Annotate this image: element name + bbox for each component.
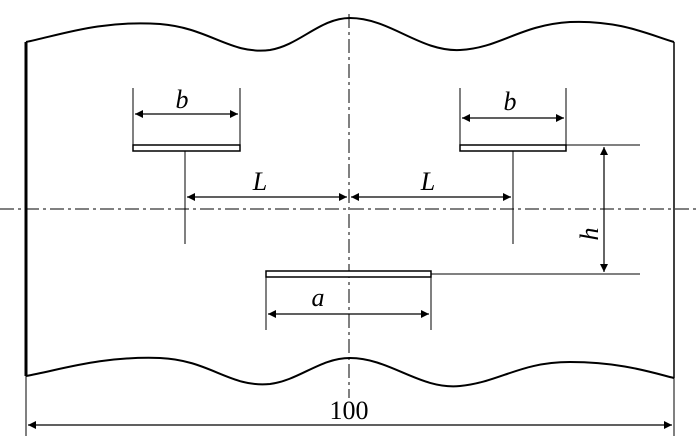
overall-width-dimension (25, 376, 675, 436)
plate-outline (24, 16, 675, 388)
right-slot (459, 88, 640, 244)
bottom-slot-body (265, 270, 432, 278)
right-slot-body (459, 144, 567, 152)
center-lines (0, 14, 700, 398)
plate-top-edge (25, 16, 675, 52)
left-slot-body (132, 144, 241, 152)
bottom-slot (265, 270, 640, 330)
left-slot (132, 88, 241, 244)
left-L-label: L (252, 167, 267, 196)
a-label: a (312, 283, 325, 312)
h-label: h (575, 228, 604, 241)
plate-bottom-edge (25, 356, 675, 388)
overall-width-label: 100 (330, 396, 369, 425)
right-L-label: L (420, 167, 435, 196)
left-b-label: b (176, 85, 189, 114)
right-b-label: b (504, 87, 517, 116)
